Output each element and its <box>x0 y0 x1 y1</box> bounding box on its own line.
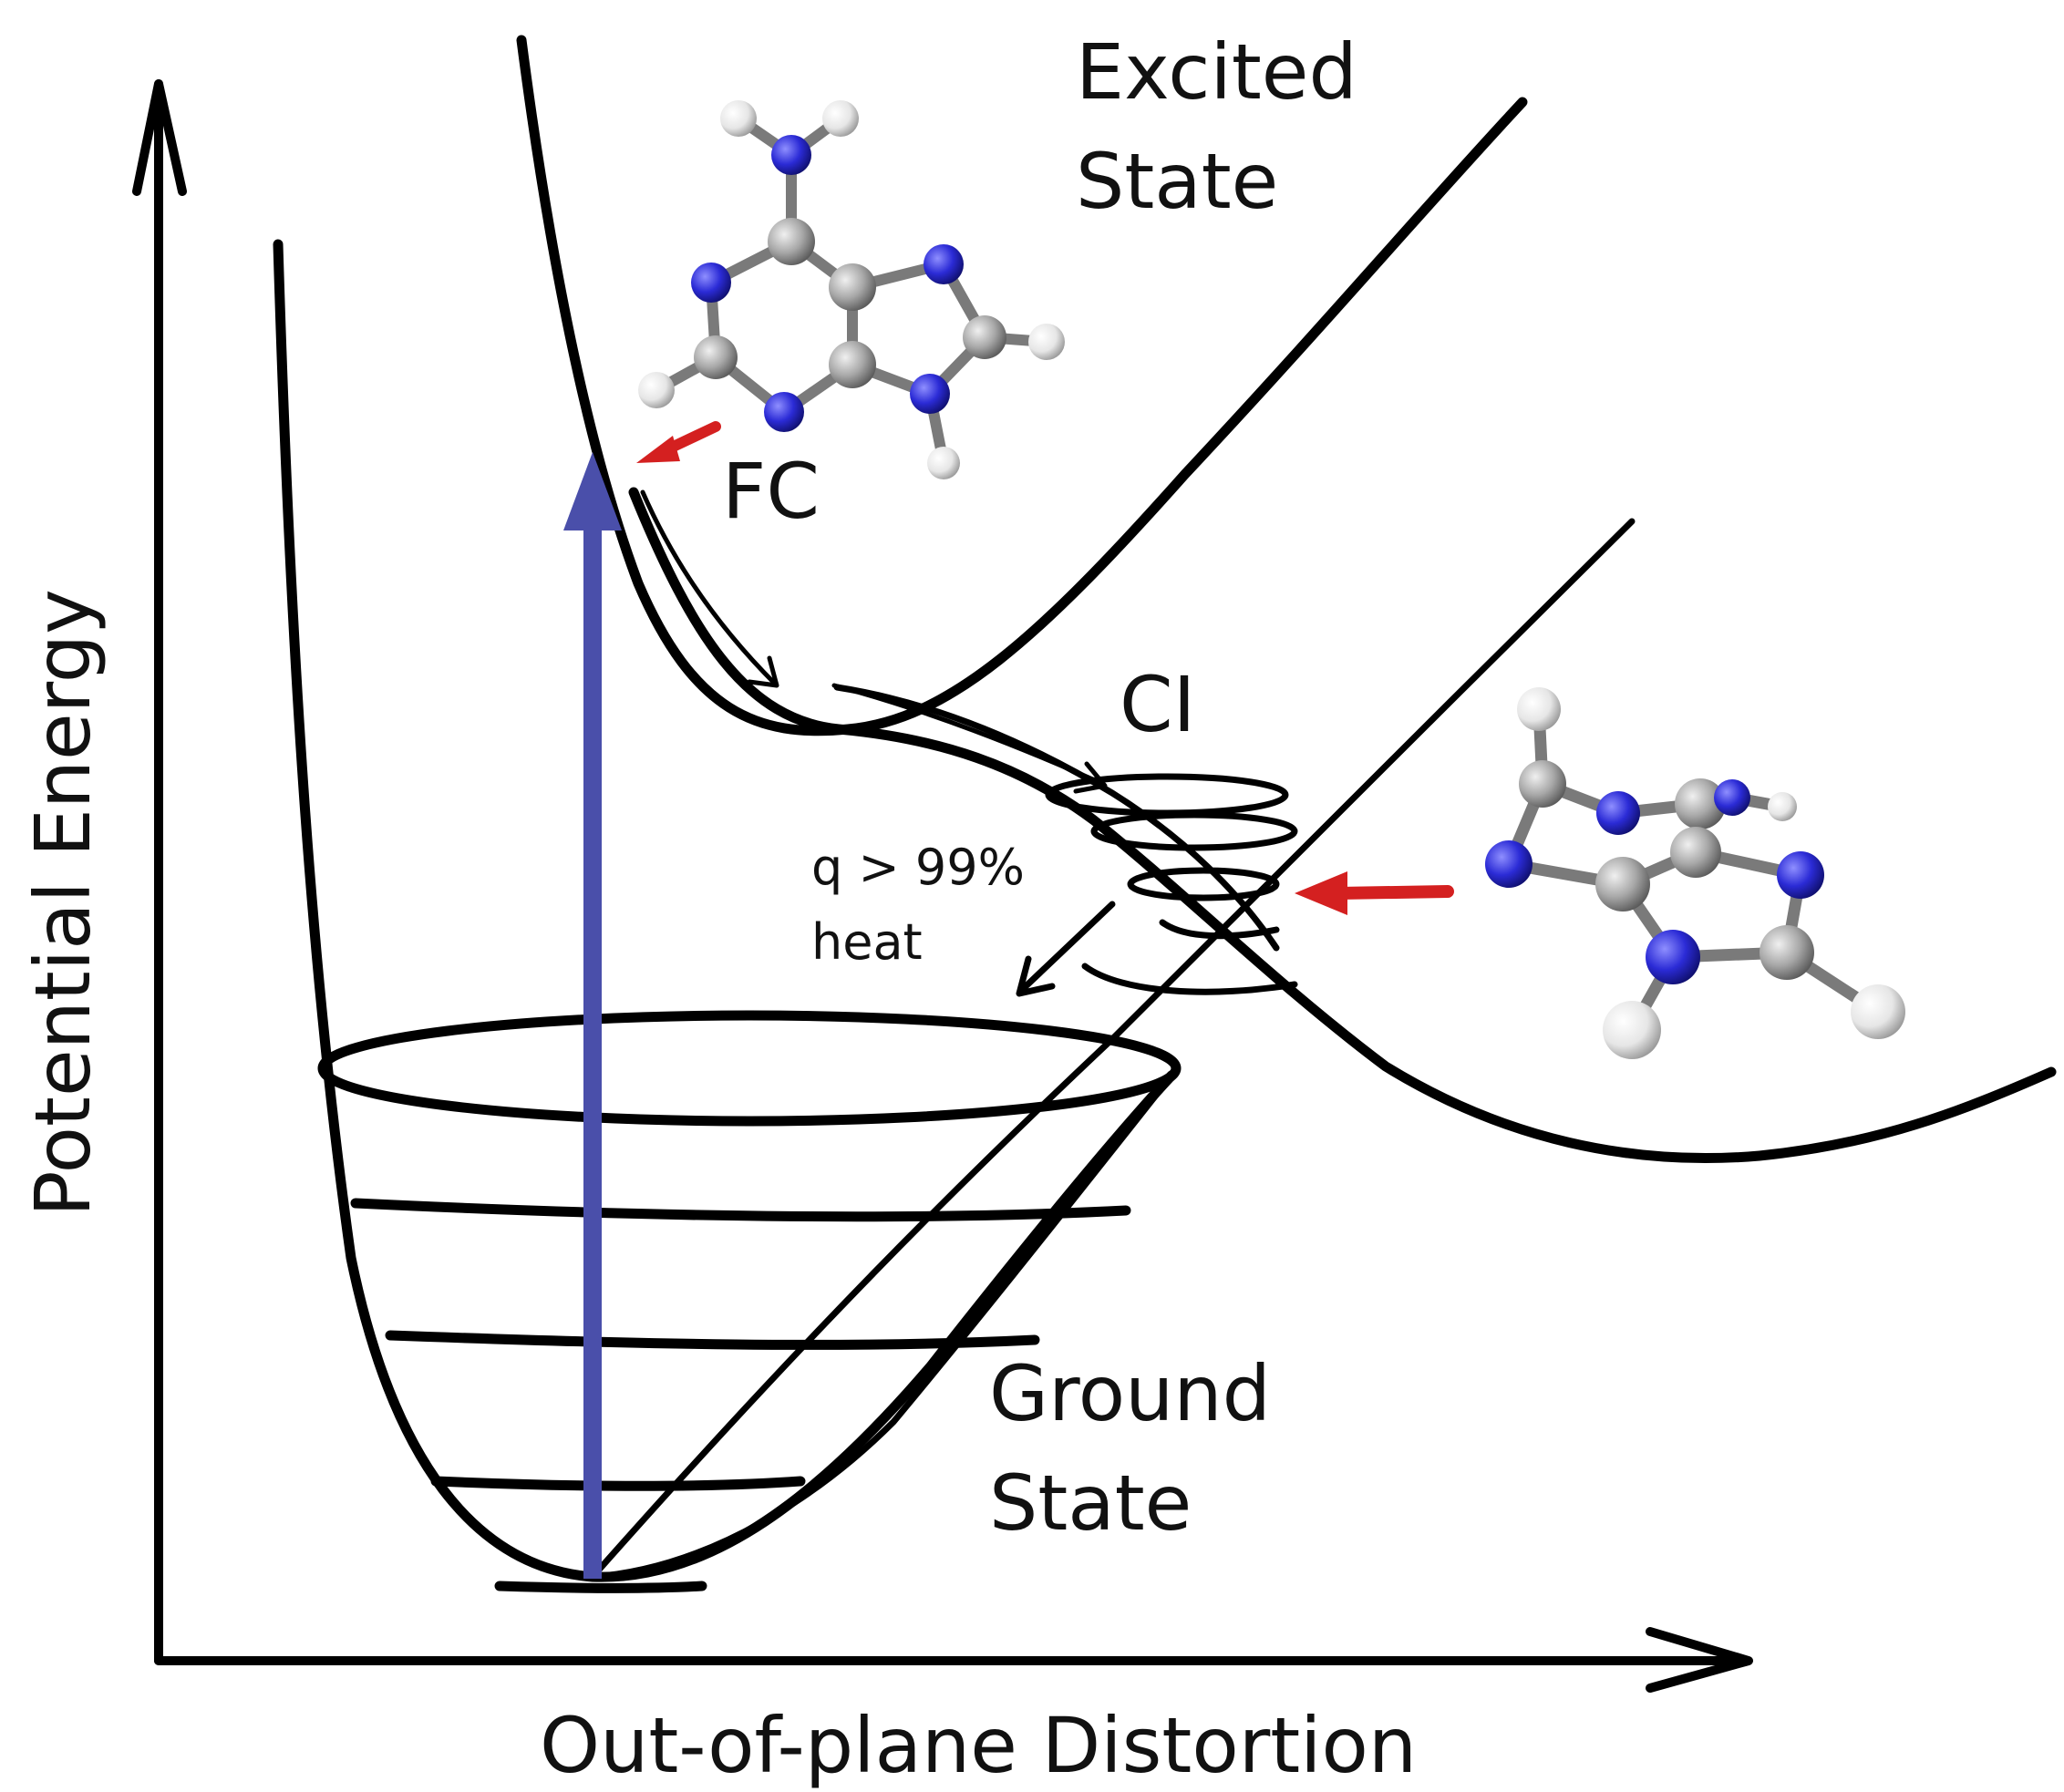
x-axis-arrowhead <box>1646 1627 1753 1693</box>
vibrational-level-4 <box>430 1476 806 1491</box>
y-axis-arrowhead <box>132 79 187 196</box>
ground-state-well <box>273 239 1182 1593</box>
pointer-arrows <box>636 421 1454 915</box>
ground-state-inner-curve <box>589 1072 1175 1581</box>
ci-seam-line <box>833 684 1280 952</box>
ci-approach-arrowhead <box>1073 761 1108 794</box>
fc-relaxation-arrowhead <box>747 655 779 688</box>
crossing-diagonal-line <box>589 518 1636 1581</box>
excitation-arrowhead <box>563 452 622 530</box>
ci-approach-arrow <box>831 683 1106 787</box>
excitation-arrow <box>563 452 622 1579</box>
ci-cone-level-4 <box>1159 919 1280 940</box>
ci-pointer-arrow-shaft <box>1332 885 1454 900</box>
relaxation-arrows <box>640 489 1116 997</box>
y-axis-label: Potential Energy <box>18 589 108 1217</box>
ci-cone-level-5 <box>1081 963 1298 995</box>
ground-state-label-line1: Ground <box>989 1349 1271 1438</box>
ci-pointer-arrowhead <box>1295 871 1347 915</box>
decay-to-ground-arrowhead <box>1016 955 1056 997</box>
excited-state-surfaces <box>516 35 2057 1581</box>
dark-state-curve <box>628 487 2057 1164</box>
quantum-yield-label: q > 99% <box>811 839 1025 896</box>
vibrational-level-3 <box>385 1330 1040 1350</box>
x-axis-label: Out-of-plane Distortion <box>540 1701 1417 1790</box>
distorted-adenine-molecule <box>1485 687 1905 1059</box>
vibrational-level-2 <box>350 1198 1131 1222</box>
ground-state-curve <box>273 239 1177 1582</box>
excited-state-label-line2: State <box>1076 137 1278 226</box>
planar-adenine-molecule <box>638 100 1065 479</box>
axes <box>132 79 1753 1693</box>
fc-label: FC <box>722 447 820 536</box>
decay-to-ground-arrow <box>1019 901 1116 993</box>
ci-cone-level-1 <box>1045 773 1289 817</box>
heat-label: heat <box>811 913 923 971</box>
fc-pointer-arrowhead <box>636 436 680 463</box>
ground-state-label-line2: State <box>989 1458 1192 1548</box>
ci-label: CI <box>1120 660 1195 749</box>
fc-relaxation-arrow <box>640 489 778 686</box>
ci-cone-level-3 <box>1127 867 1280 901</box>
excited-state-label-line1: Excited <box>1076 27 1357 117</box>
vibrational-level-bottom <box>494 1581 707 1593</box>
ci-cone-level-2 <box>1090 811 1298 851</box>
vibrational-level-top <box>317 1010 1182 1127</box>
